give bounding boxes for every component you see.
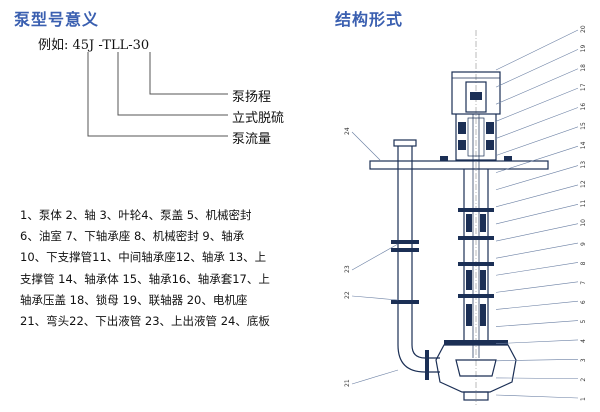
leader-line [495, 262, 579, 276]
leader-line [351, 243, 399, 271]
parts-line: 6、油室 7、下轴承座 8、机械密封 9、轴承 [20, 229, 245, 244]
part-number-24: 24 [344, 127, 351, 135]
part-number-8: 8 [580, 261, 587, 265]
leader-line [495, 320, 579, 327]
leader-line [495, 281, 579, 293]
part-number-21: 21 [344, 379, 351, 387]
leader-line [495, 107, 579, 139]
part-number-14: 14 [580, 141, 587, 149]
discharge-pipe [391, 139, 440, 380]
meaning-flow: 泵流量 [232, 132, 272, 147]
parts-list: 1、泵体 2、轴 3、叶轮4、泵盖 5、机械密封 6、油室 7、下轴承座 8、机… [20, 205, 310, 332]
part-number-5: 5 [580, 320, 587, 324]
bearing-housing [455, 114, 497, 161]
part-number-19: 19 [580, 45, 587, 53]
parts-line: 1、泵体 2、轴 3、叶轮4、泵盖 5、机械密封 [20, 208, 252, 222]
part-number-11: 11 [580, 199, 587, 207]
part-number-1: 1 [580, 397, 587, 401]
right-leader-lines: 20 19 18 17 16 15 14 13 12 11 10 9 8 7 6 5 4 3 2 1 [495, 25, 587, 401]
leader-line [351, 369, 399, 385]
model-code-leaders [87, 52, 228, 137]
left-leader-lines: 24 23 22 21 [344, 127, 399, 387]
meaning-head: 泵扬程 [232, 90, 272, 105]
part-number-20: 20 [580, 25, 587, 33]
part-number-4: 4 [580, 339, 587, 343]
part-number-22: 22 [344, 291, 351, 299]
leader-line [495, 377, 579, 379]
part-number-12: 12 [580, 180, 587, 188]
leader-line [495, 242, 579, 259]
leader-line [495, 339, 579, 344]
part-number-13: 13 [580, 161, 587, 169]
leader-line [351, 295, 399, 301]
leader-line [495, 49, 579, 88]
leader-line [495, 300, 579, 310]
model-example: 例如: 45J -TLL-30 [38, 38, 150, 53]
part-number-6: 6 [580, 300, 587, 304]
pump-body [435, 340, 517, 401]
leader-line [495, 29, 579, 71]
leader-line [495, 184, 579, 208]
model-meaning-title: 泵型号意义 [14, 10, 100, 29]
leader-line [495, 394, 579, 399]
leader-line [495, 165, 579, 191]
part-number-17: 17 [580, 83, 587, 91]
leader-line [495, 68, 579, 105]
leader-line [495, 87, 579, 122]
leader-line [495, 145, 579, 173]
leader-line [495, 204, 579, 225]
base-plate [369, 160, 549, 170]
parts-line: 轴承压盖 18、锁母 19、联轴器 20、电机座 [20, 292, 248, 307]
leader-line [495, 223, 579, 242]
leader-line [351, 131, 381, 161]
part-number-2: 2 [580, 378, 587, 382]
meaning-vertical-desulfurization: 立式脱硫 [232, 111, 285, 126]
structure-title: 结构形式 [335, 10, 404, 29]
motor-seat [451, 71, 501, 115]
part-number-3: 3 [580, 358, 587, 362]
part-number-15: 15 [580, 122, 587, 130]
parts-line: 10、下支撑管11、中间轴承座12、轴承 13、上 [20, 250, 267, 265]
parts-line: 21、弯头22、下出液管 23、上出液管 24、底板 [20, 314, 270, 329]
part-number-9: 9 [580, 242, 587, 246]
part-number-10: 10 [580, 219, 587, 227]
leader-line [495, 358, 579, 362]
part-number-23: 23 [344, 265, 351, 273]
leader-line [495, 126, 579, 156]
part-number-7: 7 [580, 281, 587, 285]
part-number-18: 18 [580, 64, 587, 72]
part-number-16: 16 [580, 103, 587, 111]
parts-line: 支撑管 14、轴承体 15、轴承16、轴承套17、上 [20, 271, 270, 286]
